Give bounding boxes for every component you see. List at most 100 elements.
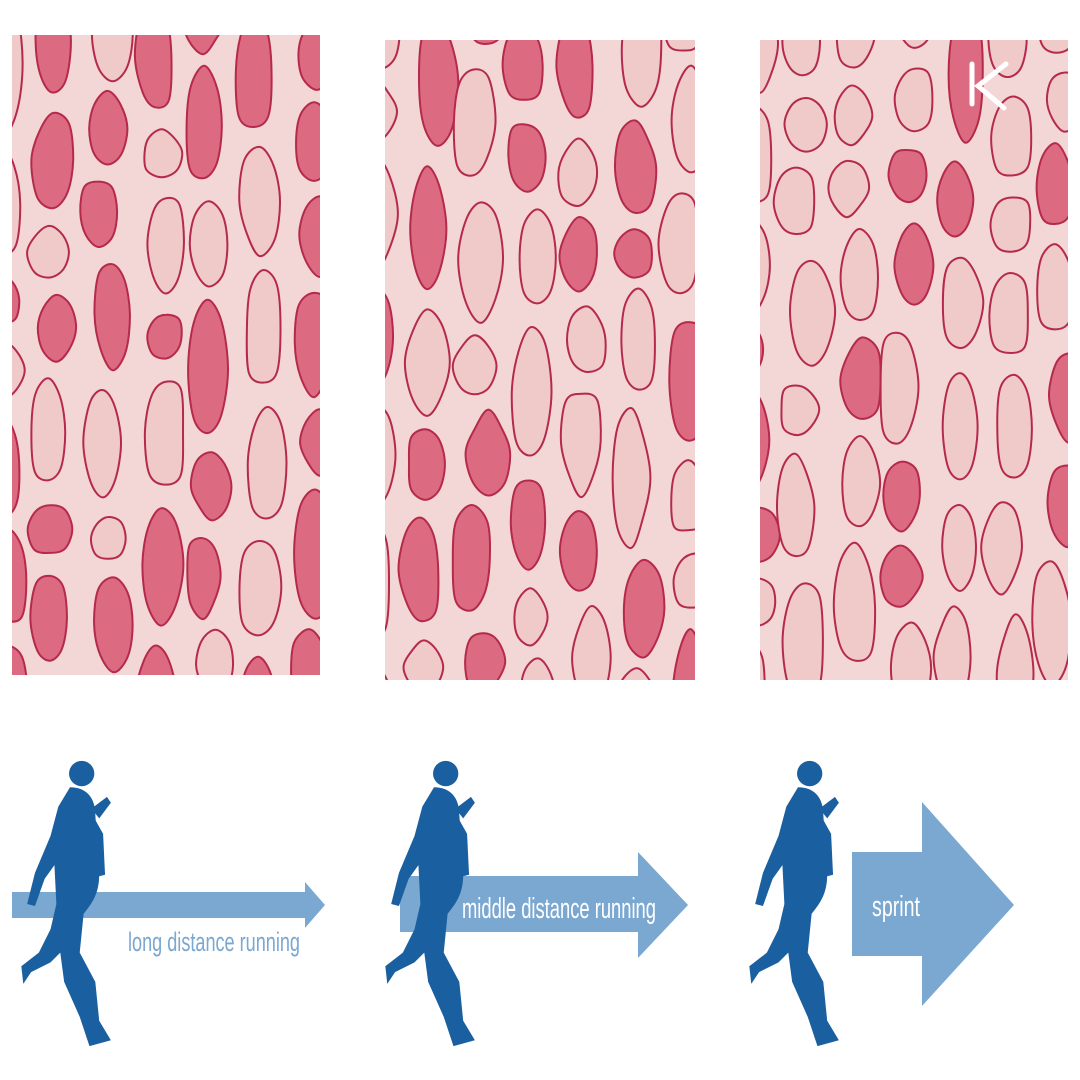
- fast-twitch-fiber: [941, 504, 978, 593]
- slow-twitch-fiber: [36, 687, 75, 763]
- fast-twitch-fiber: [841, 434, 882, 528]
- fast-twitch-fiber: [451, 334, 498, 396]
- fast-twitch-fiber: [781, 40, 821, 77]
- slow-twitch-fiber: [189, 451, 233, 522]
- slow-twitch-fiber: [186, 537, 222, 621]
- fast-twitch-fiber: [665, 40, 695, 52]
- fast-twitch-fiber: [565, 305, 607, 374]
- fast-twitch-fiber: [385, 533, 391, 633]
- fast-twitch-fiber: [670, 459, 695, 532]
- fast-twitch-fiber: [402, 639, 445, 680]
- fast-twitch-fiber: [146, 196, 185, 295]
- fast-twitch-fiber: [780, 384, 821, 437]
- slow-twitch-fiber: [185, 35, 220, 56]
- fast-twitch-fiber: [832, 541, 877, 662]
- fast-twitch-fiber: [559, 392, 602, 499]
- fast-twitch-fiber: [611, 407, 652, 549]
- slow-twitch-fiber: [88, 89, 129, 166]
- fast-twitch-fiber: [760, 577, 777, 627]
- slow-twitch-fiber: [84, 686, 119, 749]
- slow-twitch-fiber: [34, 35, 72, 94]
- fast-twitch-fiber: [520, 657, 554, 680]
- fast-twitch-fiber: [620, 667, 651, 680]
- muscle-fibers: [12, 35, 320, 763]
- slow-twitch-fiber: [887, 148, 928, 204]
- arrow-shape: [852, 802, 1014, 1006]
- slow-twitch-fiber: [555, 40, 594, 119]
- arrow-label-middle-distance: middle distance running: [462, 893, 656, 925]
- slow-twitch-fiber: [397, 516, 440, 623]
- fast-twitch-fiber: [672, 552, 695, 609]
- slow-twitch-fiber: [12, 645, 28, 675]
- slow-twitch-fiber: [137, 644, 175, 675]
- fast-twitch-fiber: [670, 64, 695, 174]
- fast-twitch-fiber: [403, 308, 451, 417]
- slow-twitch-fiber: [879, 544, 924, 608]
- slow-twitch-fiber: [473, 40, 500, 45]
- fast-twitch-fiber: [902, 40, 929, 49]
- fast-twitch-fiber: [760, 224, 771, 308]
- slow-twitch-fiber: [30, 111, 75, 210]
- slow-twitch-fiber: [451, 503, 492, 612]
- fast-twitch-fiber: [893, 67, 934, 133]
- slow-twitch-fiber: [668, 321, 695, 442]
- slow-twitch-fiber: [507, 123, 547, 193]
- fast-twitch-fiber: [385, 40, 401, 69]
- fast-twitch-fiber: [835, 40, 876, 69]
- arrow-sprint: [852, 802, 1014, 1006]
- fast-twitch-fiber: [932, 605, 972, 680]
- fast-twitch-fiber: [788, 259, 837, 367]
- fast-twitch-fiber: [783, 96, 828, 153]
- fast-twitch-fiber: [89, 515, 127, 560]
- slow-twitch-fiber: [613, 119, 658, 214]
- fast-twitch-fiber: [879, 331, 920, 445]
- fast-twitch-fiber: [452, 68, 497, 177]
- slow-twitch-fiber: [93, 576, 134, 674]
- slow-twitch-fiber: [141, 507, 185, 627]
- fast-twitch-fiber: [30, 377, 67, 482]
- slow-twitch-fiber: [297, 35, 320, 91]
- fast-twitch-fiber: [990, 95, 1033, 177]
- fast-twitch-fiber: [775, 452, 816, 558]
- fast-twitch-fiber: [760, 40, 780, 94]
- slow-twitch-fiber: [501, 40, 544, 101]
- fast-twitch-fiber: [941, 372, 979, 481]
- slow-twitch-fiber: [93, 263, 131, 372]
- slow-twitch-fiber: [459, 710, 498, 752]
- fast-twitch-fiber: [833, 84, 874, 147]
- fiber-panel-long-distance: [12, 35, 320, 763]
- slow-twitch-fiber: [293, 291, 320, 399]
- fast-twitch-fiber: [889, 621, 933, 680]
- fast-twitch-fiber: [143, 380, 185, 486]
- slow-twitch-fiber: [243, 655, 273, 675]
- slow-twitch-fiber: [1047, 352, 1068, 444]
- slow-twitch-fiber: [1046, 464, 1068, 549]
- runner-icon: [749, 760, 839, 1047]
- fast-twitch-fiber: [457, 201, 505, 324]
- slow-twitch-fiber: [672, 628, 695, 680]
- arrow-middle-distance: [400, 852, 688, 958]
- slow-twitch-fiber: [12, 529, 28, 623]
- fast-twitch-fiber: [12, 35, 24, 128]
- fast-twitch-fiber: [988, 272, 1029, 354]
- fast-twitch-fiber: [941, 256, 985, 349]
- fast-twitch-fiber: [1039, 40, 1068, 54]
- fast-twitch-fiber: [518, 208, 557, 305]
- arrow-shape: [400, 852, 688, 958]
- slow-twitch-fiber: [403, 710, 444, 766]
- slow-twitch-fiber: [839, 336, 882, 420]
- slow-twitch-fiber: [36, 293, 78, 363]
- slow-twitch-fiber: [29, 574, 68, 662]
- slow-twitch-fiber: [79, 180, 119, 249]
- slow-twitch-fiber: [299, 408, 320, 477]
- fast-twitch-fiber: [238, 539, 283, 637]
- fast-twitch-fiber: [246, 406, 288, 520]
- fast-twitch-fiber: [1031, 560, 1068, 680]
- fast-twitch-fiber: [12, 157, 22, 253]
- fast-twitch-fiber: [513, 587, 549, 647]
- fast-twitch-fiber: [839, 228, 880, 321]
- slow-twitch-fiber: [146, 313, 183, 360]
- fast-twitch-fiber: [12, 344, 26, 396]
- fiber-panel-middle-distance: [385, 40, 695, 766]
- arrow-label-long-distance: long distance running: [128, 927, 300, 957]
